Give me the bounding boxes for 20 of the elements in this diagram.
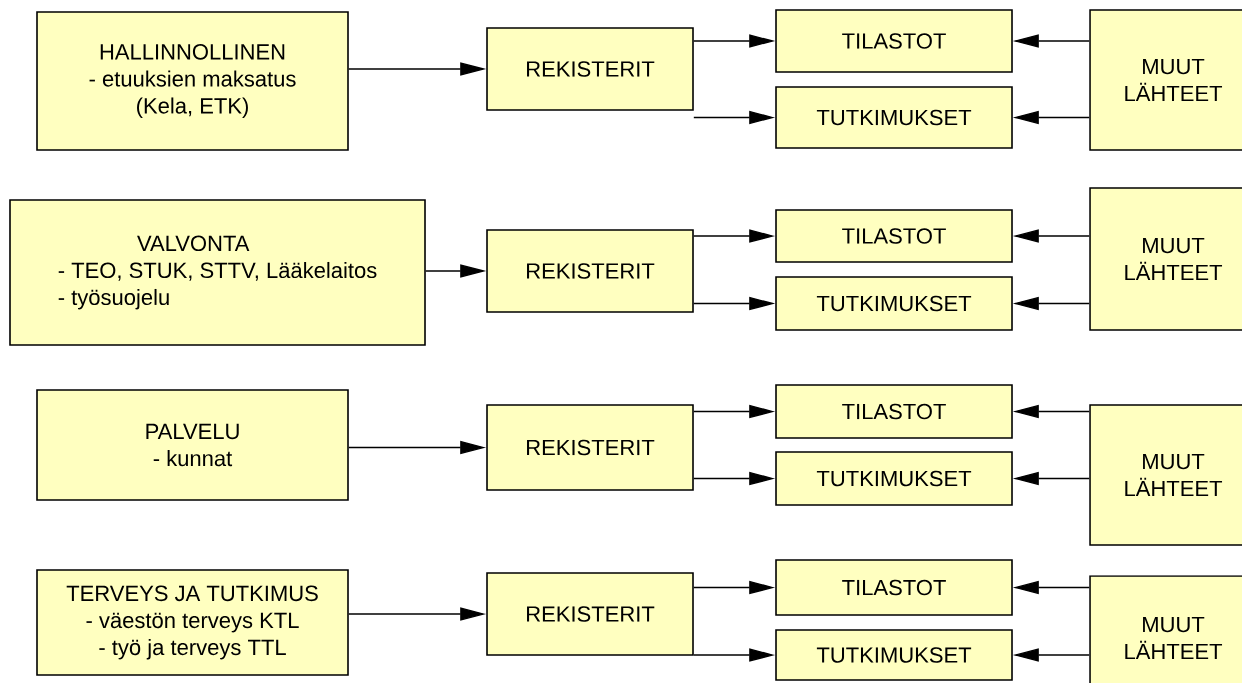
research-box: TUTKIMUKSET [775, 86, 1013, 149]
other-sources-box: MUUT LÄHTEET [1089, 575, 1242, 683]
register-box: REKISTERIT [486, 229, 694, 313]
source-box: TERVEYS JA TUTKIMUS - väestön terveys KTL - työ ja terveys TTL [36, 569, 349, 676]
research-box: TUTKIMUKSET [775, 451, 1013, 506]
other-sources-box: MUUT LÄHTEET [1089, 404, 1242, 546]
source-box: VALVONTA - TEO, STUK, STTV, Lääkelaitos - työsuojelu [9, 199, 426, 346]
register-box: REKISTERIT [486, 572, 694, 656]
statistics-box: TILASTOT [775, 384, 1013, 439]
register-box: REKISTERIT [486, 404, 694, 491]
source-box: PALVELU - kunnat [36, 389, 349, 501]
source-box: HALLINNOLLINEN - etuuksien maksatus (Kela, ETK) [36, 11, 349, 151]
statistics-box: TILASTOT [775, 209, 1013, 263]
statistics-box: TILASTOT [775, 559, 1013, 616]
statistics-box: TILASTOT [775, 9, 1013, 73]
other-sources-box: MUUT LÄHTEET [1089, 187, 1242, 331]
other-sources-box: MUUT LÄHTEET [1089, 9, 1242, 151]
register-box: REKISTERIT [486, 27, 694, 111]
research-box: TUTKIMUKSET [775, 629, 1013, 681]
research-box: TUTKIMUKSET [775, 276, 1013, 331]
